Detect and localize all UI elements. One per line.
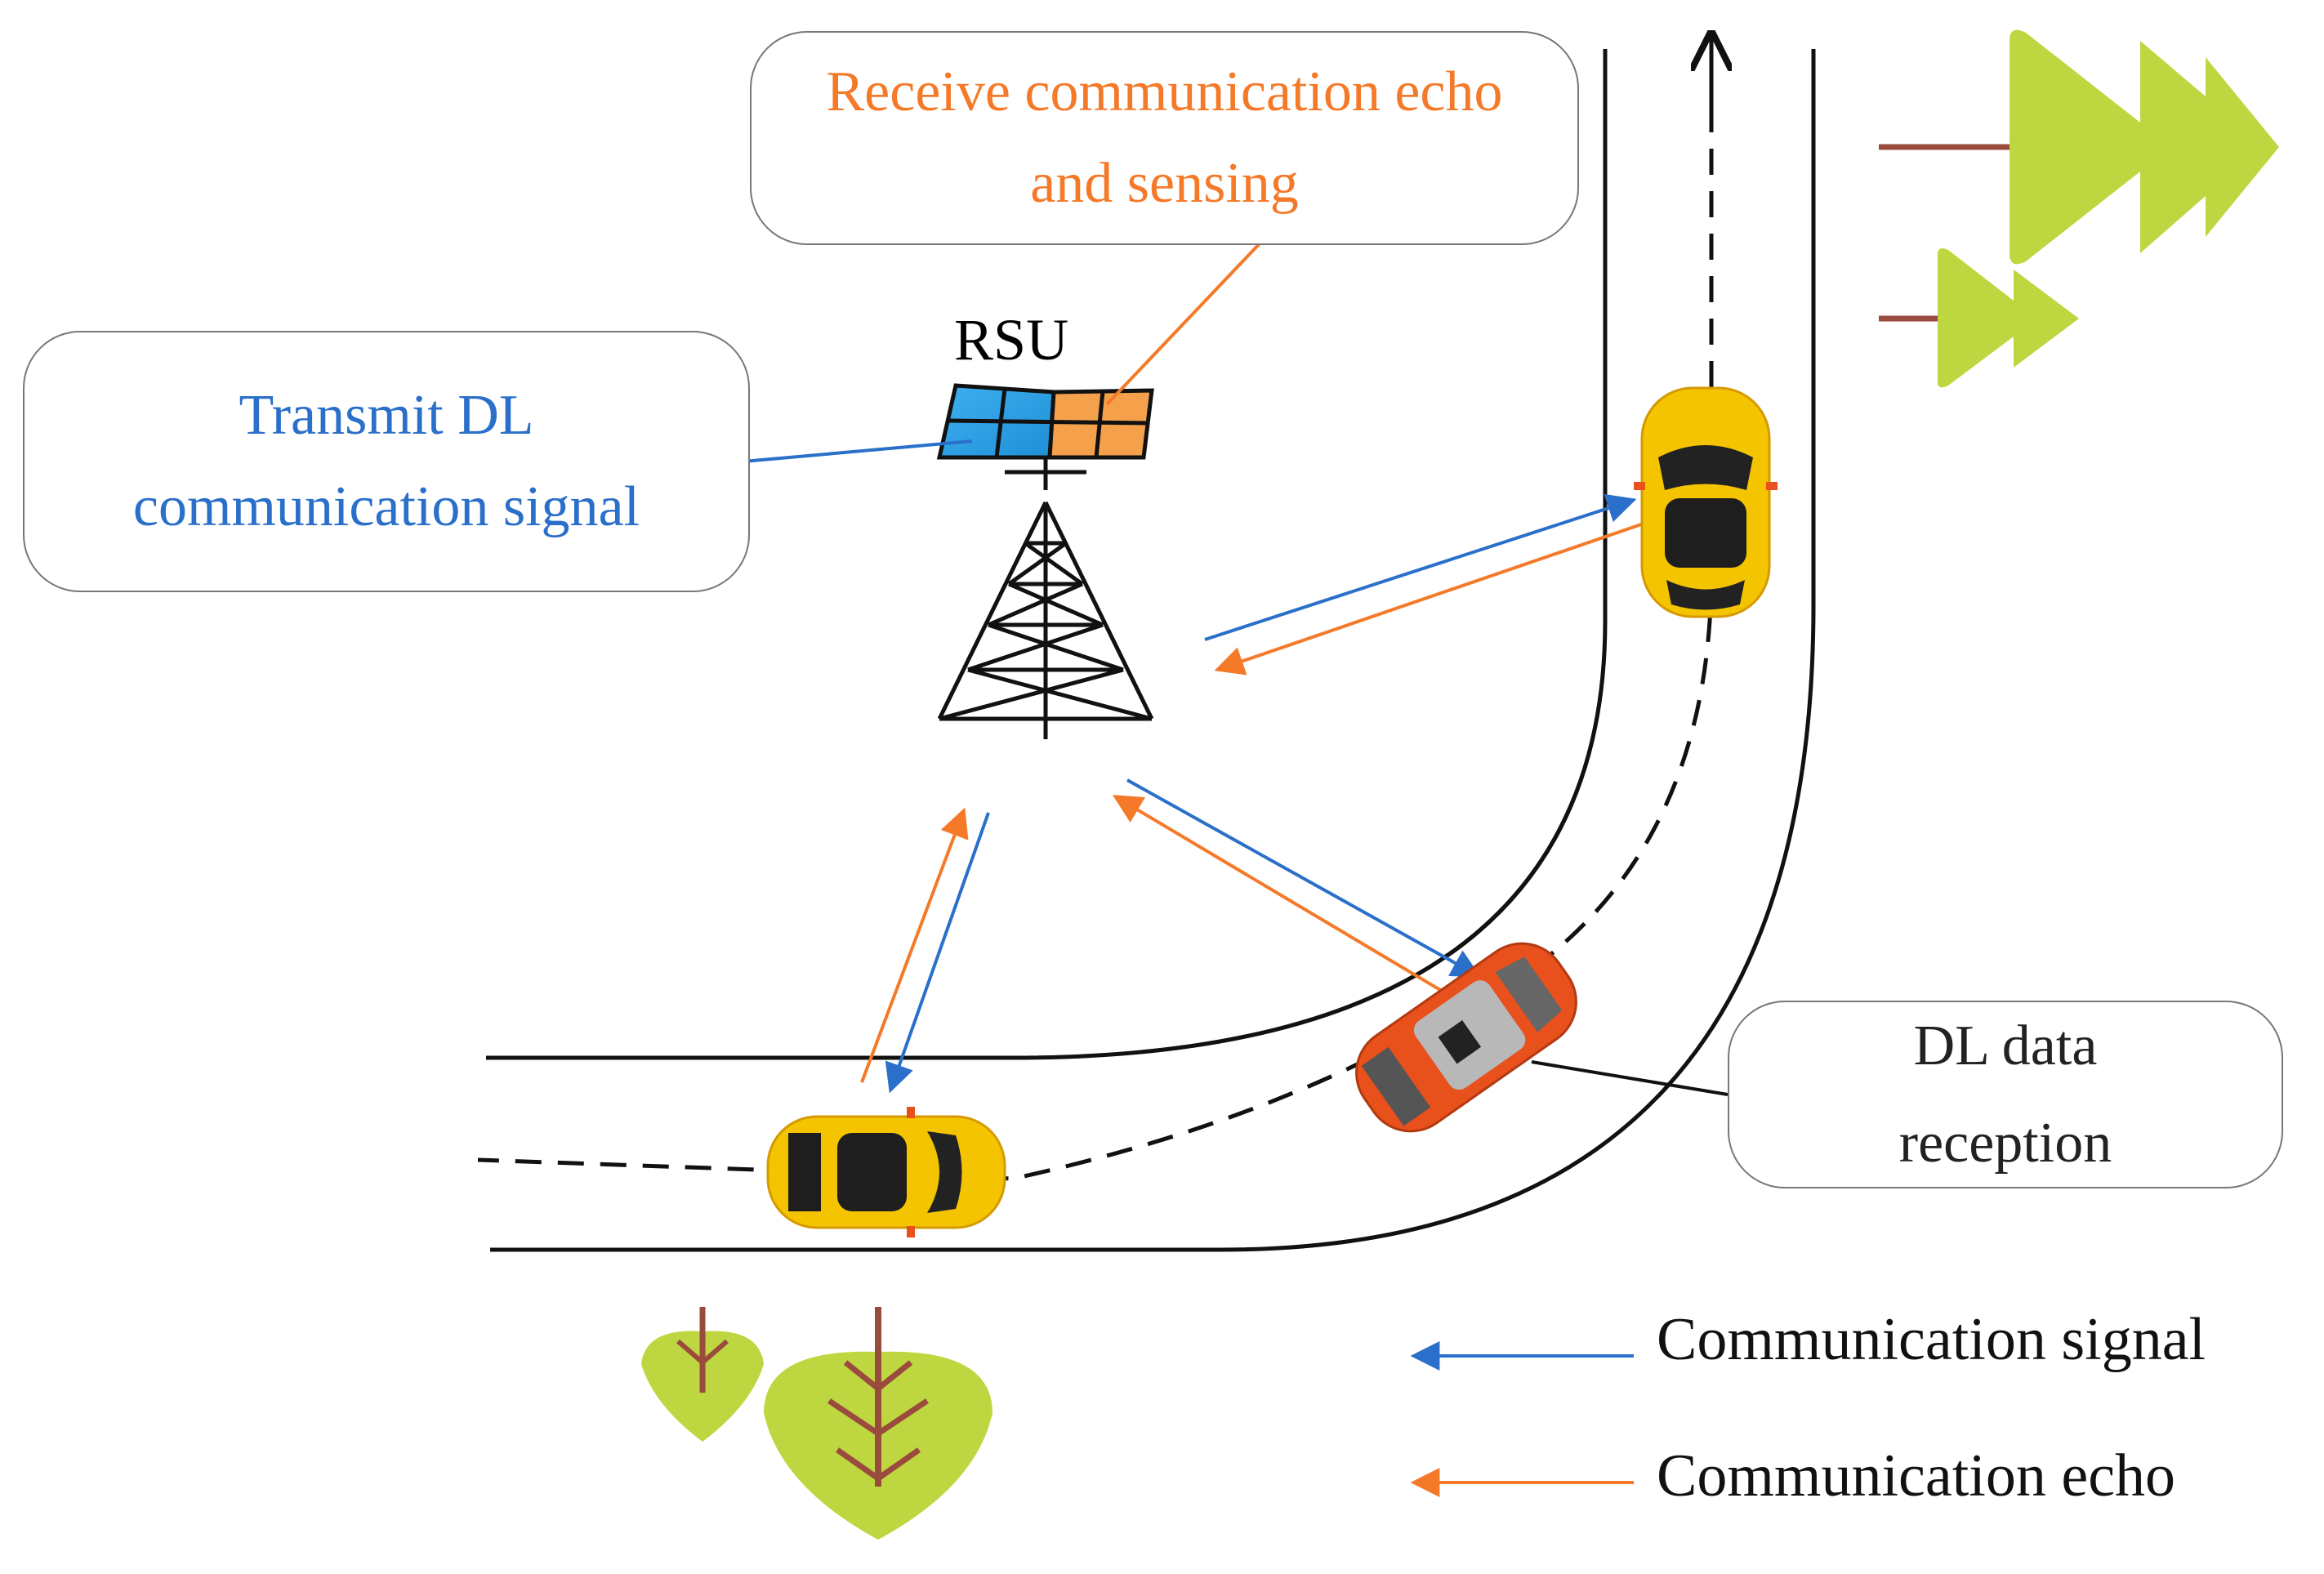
tree-bottom-large-icon: [764, 1307, 992, 1540]
rsu-tower-icon: [937, 457, 1154, 739]
tree-bottom-small-icon: [641, 1307, 764, 1442]
signal-arrow-top-car: [1204, 493, 1637, 641]
callout-pointer-reception: [1531, 1060, 1729, 1096]
callout-sensing-text: Receive communication echo and sensing: [826, 60, 1503, 215]
legend-signal-label: Communication signal: [1657, 1306, 2206, 1373]
callout-pointer-transmit: [743, 439, 973, 463]
car-red-icon: [1355, 942, 1577, 1133]
car-yellow-left-icon: [766, 1107, 1006, 1237]
echo-arrow-top-car: [1214, 521, 1647, 676]
road-edge-inner: [486, 49, 1608, 1060]
signal-arrow-red-car: [1126, 778, 1482, 978]
echo-arrow-left-car: [860, 807, 969, 1083]
signal-arrow-left-car: [885, 812, 990, 1094]
tree-top-small-icon: [1879, 248, 2079, 388]
callout-pointer-sensing: [1105, 239, 1264, 406]
echo-arrow-red-car: [1112, 795, 1460, 1002]
legend-echo-label: Communication echo: [1657, 1442, 2176, 1509]
car-yellow-top-icon: [1634, 386, 1778, 618]
callout-transmit: Transmit DL communication signal: [23, 331, 750, 592]
callout-sensing: Receive communication echo and sensing: [750, 31, 1579, 245]
tree-top-large-icon: [1879, 29, 2279, 265]
callout-transmit-text: Transmit DL communication signal: [132, 384, 640, 538]
rsu-antenna-panel-icon: [936, 383, 1154, 460]
rsu-label: RSU: [954, 307, 1069, 372]
road-edge-outer: [490, 49, 1816, 1252]
callout-reception-text: DL data reception: [1898, 1014, 2112, 1175]
callout-reception: DL data reception: [1728, 1001, 2283, 1188]
